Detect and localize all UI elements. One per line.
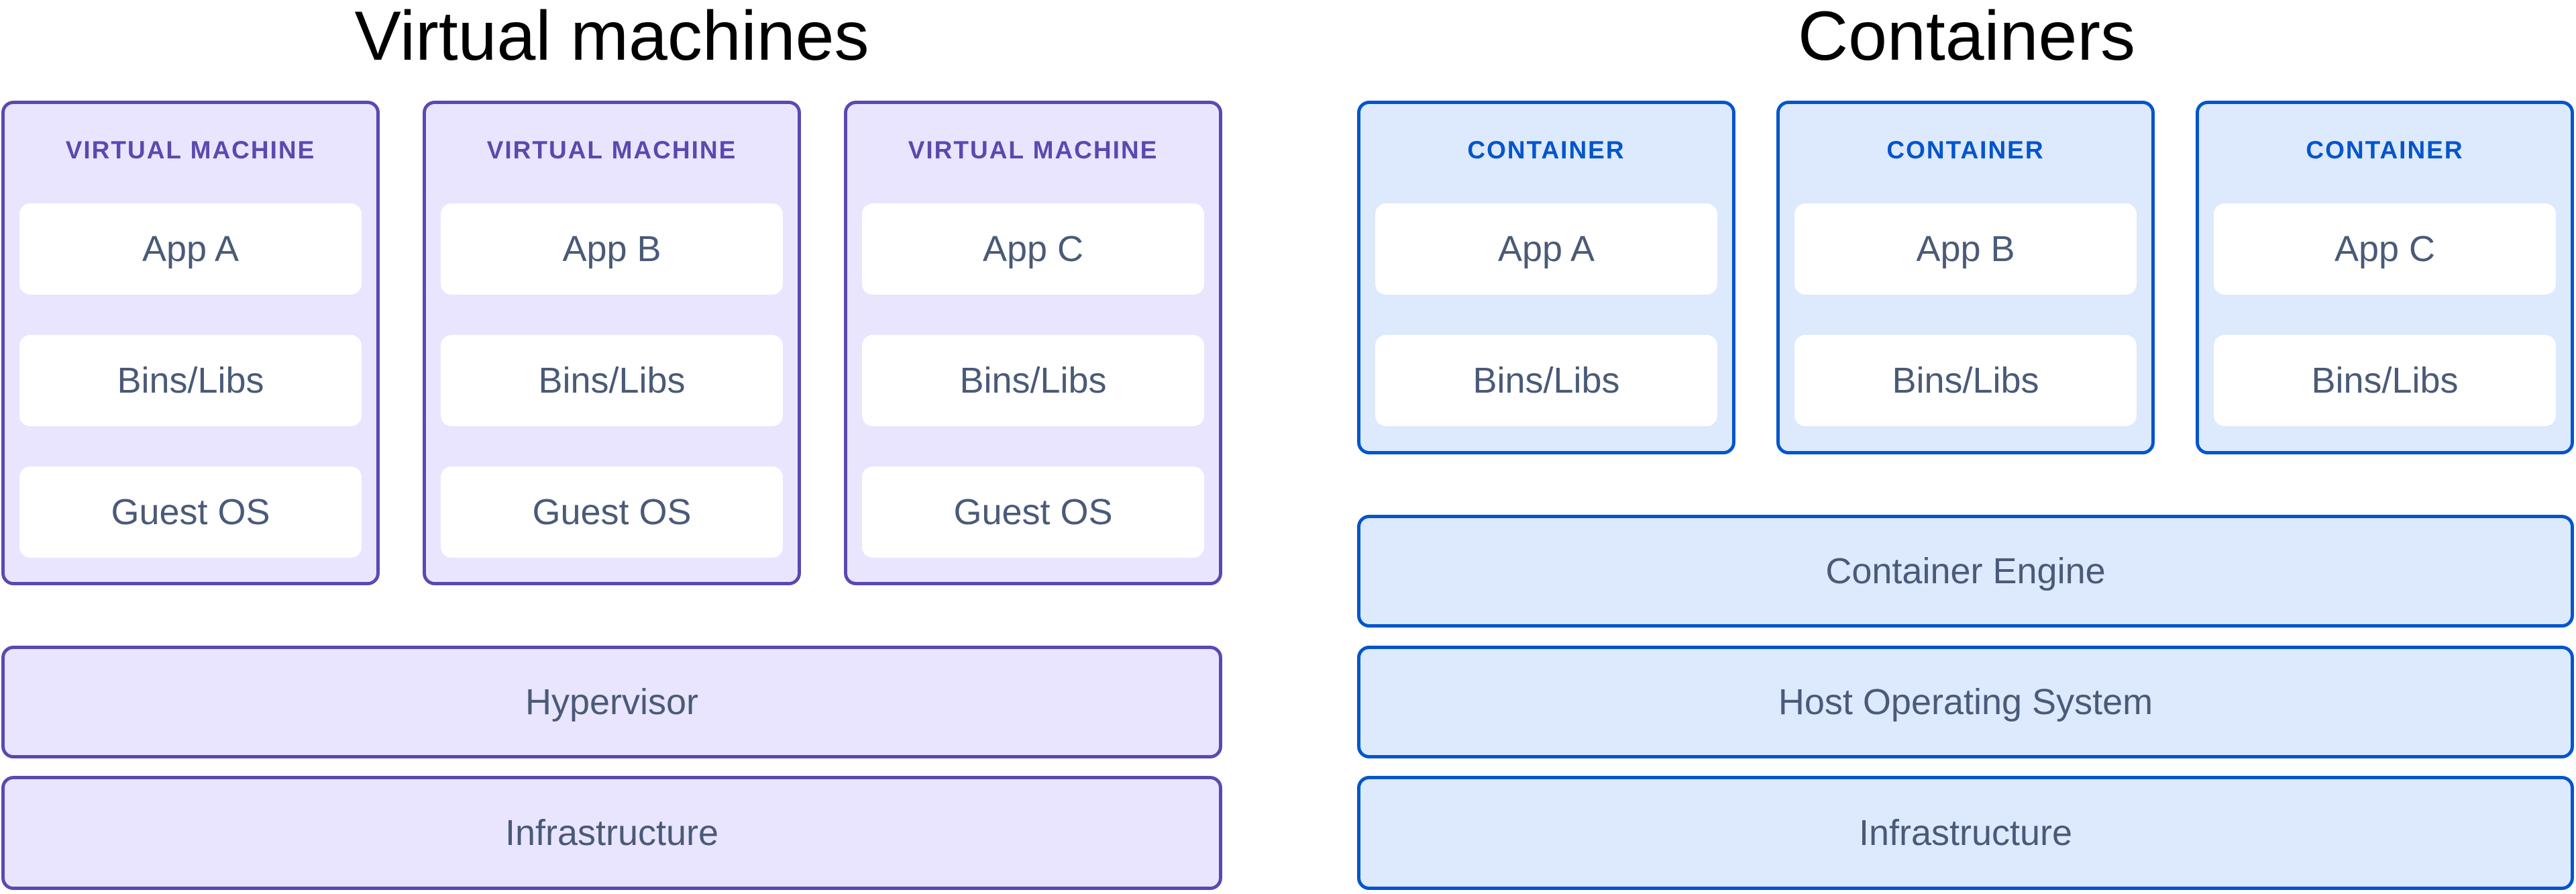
container-infrastructure-layer: Infrastructure bbox=[1357, 776, 2574, 890]
container-a: CONTAINER App A Bins/Libs bbox=[1357, 101, 1735, 454]
container-engine-layer: Container Engine bbox=[1357, 515, 2574, 628]
vm-label: VIRTUAL MACHINE bbox=[486, 136, 737, 164]
container-c: CONTAINER App C Bins/Libs bbox=[2196, 101, 2574, 454]
host-os-layer: Host Operating System bbox=[1357, 646, 2574, 758]
vm-layer-app: App C bbox=[862, 203, 1204, 295]
vm-layer-guest-os: Guest OS bbox=[862, 466, 1204, 558]
container-layer-bins-libs: Bins/Libs bbox=[2214, 335, 2556, 426]
virtual-machine-c: VIRTUAL MACHINE App C Bins/Libs Guest OS bbox=[844, 101, 1222, 585]
hypervisor-layer: Hypervisor bbox=[1, 646, 1222, 758]
container-label: CONTAINER bbox=[1886, 136, 2045, 164]
vm-infrastructure-layer: Infrastructure bbox=[1, 776, 1222, 890]
vm-layer-guest-os: Guest OS bbox=[441, 466, 783, 558]
container-layer-bins-libs: Bins/Libs bbox=[1794, 335, 2137, 426]
vm-layer-bins-libs: Bins/Libs bbox=[441, 335, 783, 426]
container-layer-app: App C bbox=[2214, 203, 2556, 295]
vm-title: Virtual machines bbox=[354, 0, 869, 75]
containers-title: Containers bbox=[1798, 0, 2135, 75]
vm-label: VIRTUAL MACHINE bbox=[908, 136, 1159, 164]
container-layer-app: App A bbox=[1375, 203, 1717, 295]
vm-label: VIRTUAL MACHINE bbox=[65, 136, 316, 164]
container-layer-app: App B bbox=[1794, 203, 2137, 295]
vm-layer-guest-os: Guest OS bbox=[19, 466, 362, 558]
vm-layer-bins-libs: Bins/Libs bbox=[862, 335, 1204, 426]
container-label: CONTAINER bbox=[1467, 136, 1625, 164]
vm-layer-app: App A bbox=[19, 203, 362, 295]
container-b: CONTAINER App B Bins/Libs bbox=[1776, 101, 2155, 454]
container-label: CONTAINER bbox=[2306, 136, 2464, 164]
container-layer-bins-libs: Bins/Libs bbox=[1375, 335, 1717, 426]
vm-layer-bins-libs: Bins/Libs bbox=[19, 335, 362, 426]
virtual-machine-a: VIRTUAL MACHINE App A Bins/Libs Guest OS bbox=[1, 101, 380, 585]
vm-layer-app: App B bbox=[441, 203, 783, 295]
virtual-machine-b: VIRTUAL MACHINE App B Bins/Libs Guest OS bbox=[423, 101, 801, 585]
